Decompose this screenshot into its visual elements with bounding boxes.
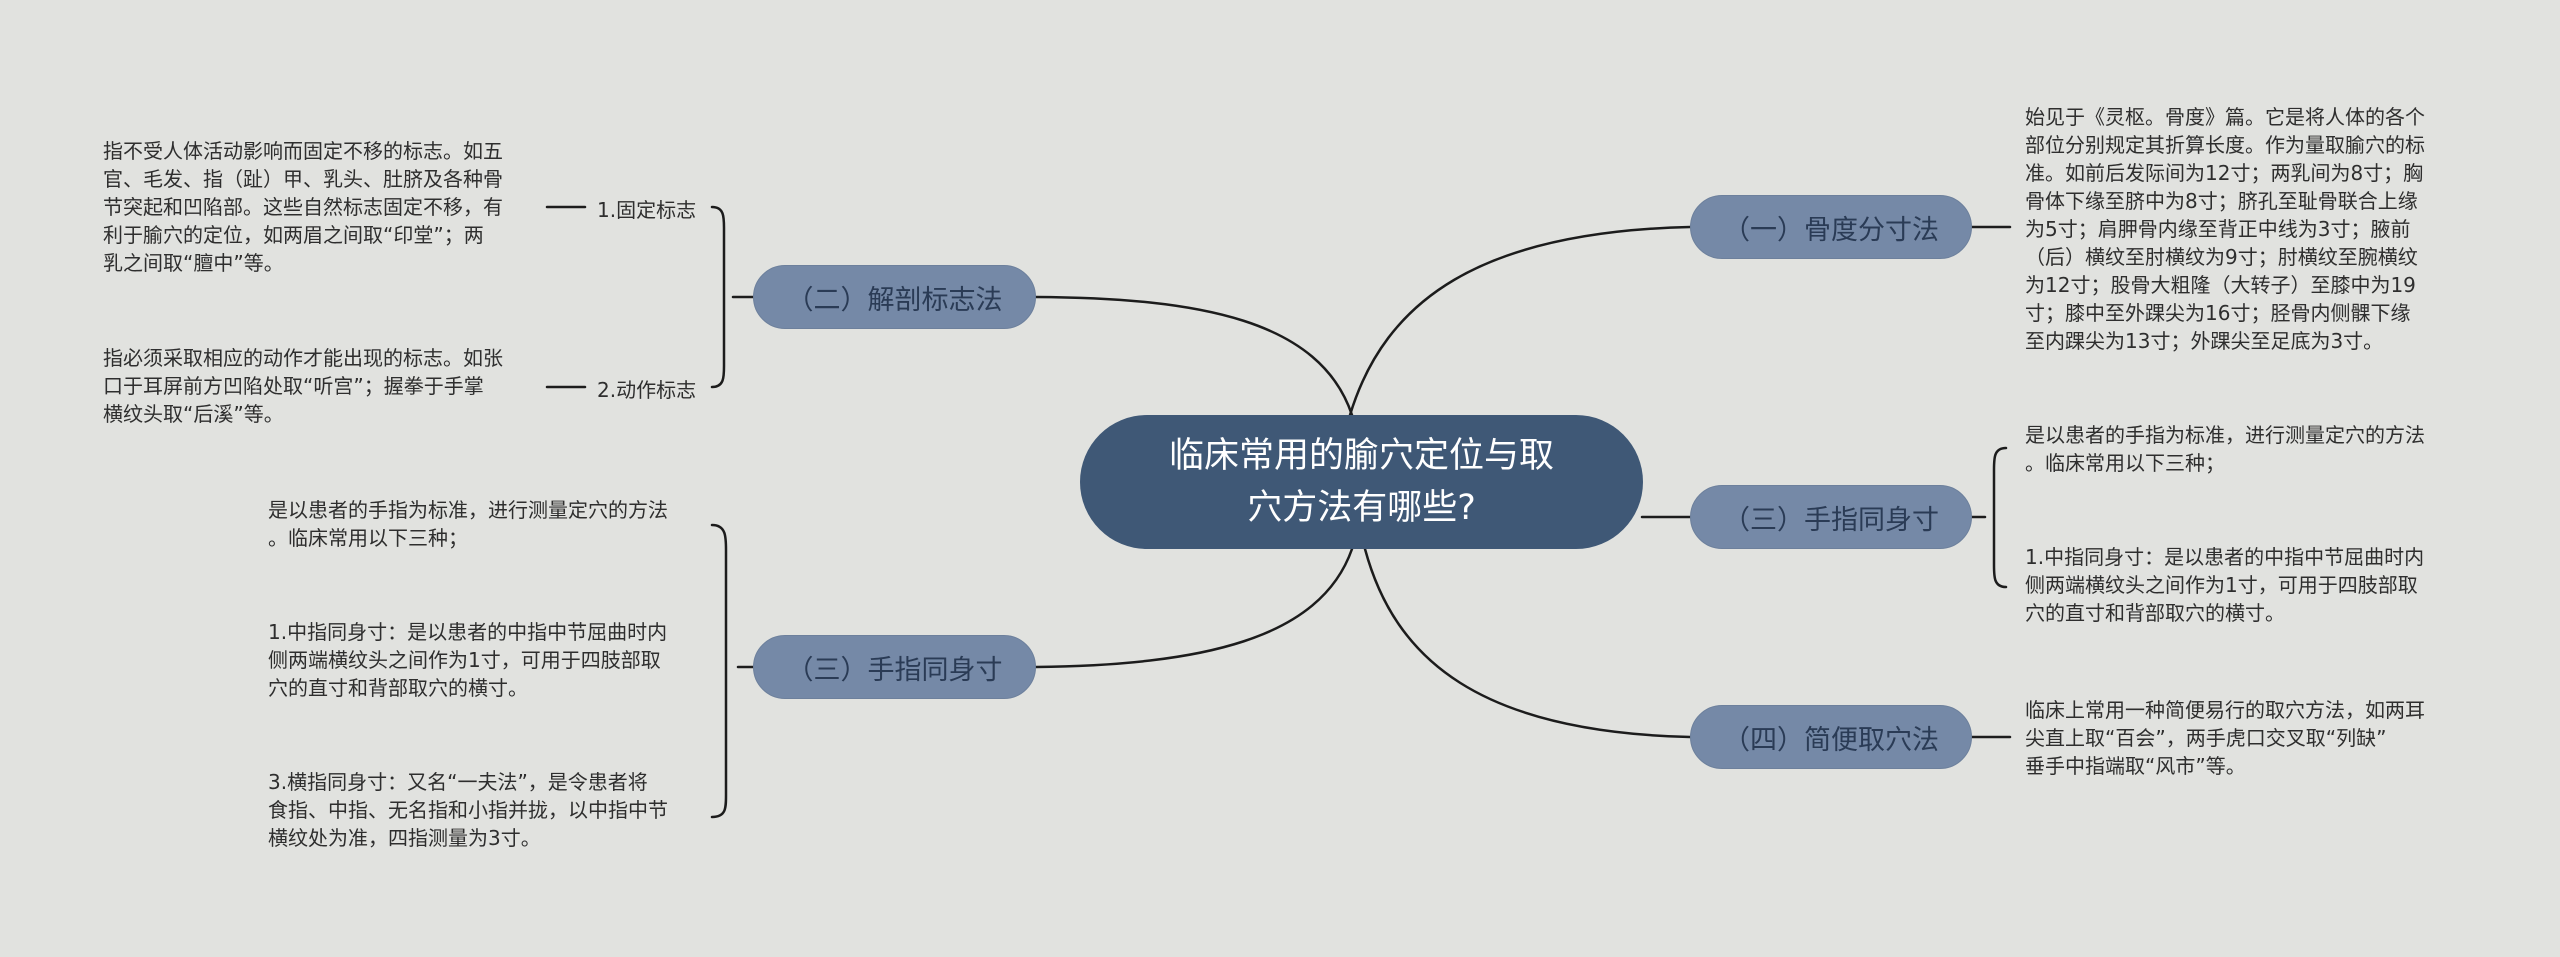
leaf-finger-right-item1: 1.中指同身寸：是以患者的中指中节屈曲时内 侧两端横纹头之间作为1寸，可用于四肢…	[2025, 543, 2424, 627]
leaf-line: 是以患者的手指为标准，进行测量定穴的方法	[268, 498, 668, 522]
root-topic-line2: 穴方法有哪些?	[1247, 488, 1476, 528]
branch-label: （三）手指同身寸	[1723, 504, 1939, 536]
leaf-finger-right-intro: 是以患者的手指为标准，进行测量定穴的方法 。临床常用以下三种；	[2025, 421, 2425, 477]
leaf-line: 穴的直寸和背部取穴的横寸。	[2025, 601, 2285, 625]
edge-root-anatomy	[1034, 295, 1354, 417]
branch-simple-method[interactable]: （四）简便取穴法	[1690, 705, 1972, 769]
branch-label: （四）简便取穴法	[1723, 724, 1939, 756]
root-topic-line1: 临床常用的腧穴定位与取	[1168, 436, 1554, 476]
leaf-line: 节突起和凹陷部。这些自然标志固定不移，有	[103, 195, 503, 219]
leaf-line: 指不受人体活动影响而固定不移的标志。如五	[103, 139, 503, 163]
leaf-line: 骨体下缘至脐中为8寸；脐孔至耻骨联合上缘	[2025, 189, 2418, 213]
sub-fixed-landmark[interactable]: 1.固定标志	[597, 198, 697, 222]
leaf-finger-left-item1: 1.中指同身寸：是以患者的中指中节屈曲时内 侧两端横纹头之间作为1寸，可用于四肢…	[268, 618, 667, 702]
edge-root-bone	[1348, 225, 1692, 417]
leaf-line: 尖直上取“百会”，两手虎口交叉取“列缺”	[2025, 726, 2387, 750]
leaf-simple-text: 临床上常用一种简便易行的取穴方法，如两耳 尖直上取“百会”，两手虎口交叉取“列缺…	[2025, 696, 2425, 780]
leaf-line: 食指、中指、无名指和小指并拢，以中指中节	[268, 798, 668, 822]
leaf-line: 部位分别规定其折算长度。作为量取腧穴的标	[2025, 133, 2425, 157]
root-topic[interactable]: 临床常用的腧穴定位与取 穴方法有哪些?	[1080, 415, 1643, 549]
branch-finger-cun-left[interactable]: （三）手指同身寸	[753, 635, 1036, 699]
leaf-action-text: 指必须采取相应的动作才能出现的标志。如张 口于耳屏前方凹陷处取“听宫”；握拳于手…	[103, 344, 503, 428]
leaf-line: 临床上常用一种简便易行的取穴方法，如两耳	[2025, 698, 2425, 722]
leaf-line: 穴的直寸和背部取穴的横寸。	[268, 676, 528, 700]
leaf-line: 指必须采取相应的动作才能出现的标志。如张	[103, 346, 503, 370]
leaf-line: 侧两端横纹头之间作为1寸，可用于四肢部取	[2025, 573, 2418, 597]
leaf-line: 官、毛发、指（趾）甲、乳头、肚脐及各种骨	[103, 167, 503, 191]
leaf-line: 横纹处为准，四指测量为3寸。	[268, 826, 541, 850]
sub-action-landmark[interactable]: 2.动作标志	[597, 378, 697, 402]
leaf-line: 是以患者的手指为标准，进行测量定穴的方法	[2025, 423, 2425, 447]
leaf-line: 寸；膝中至外踝尖为16寸；胫骨内侧髁下缘	[2025, 301, 2411, 325]
leaf-line: 垂手中指端取“风市”等。	[2025, 754, 2246, 778]
leaf-line: 口于耳屏前方凹陷处取“听宫”；握拳于手掌	[103, 374, 484, 398]
leaf-bone-text: 始见于《灵枢。骨度》篇。它是将人体的各个 部位分别规定其折算长度。作为量取腧穴的…	[2025, 103, 2425, 355]
bracket-anatomy	[710, 205, 755, 389]
leaf-line: 利于腧穴的定位，如两眉之间取“印堂”；两	[103, 223, 484, 247]
leaf-line: 始见于《灵枢。骨度》篇。它是将人体的各个	[2025, 105, 2425, 129]
edge-root-finger-left	[1034, 547, 1354, 669]
leaf-line: 为12寸；股骨大粗隆（大转子）至膝中为19	[2025, 273, 2416, 297]
leaf-line: 3.横指同身寸：又名“一夫法”，是令患者将	[268, 770, 648, 794]
leaf-line: 1.中指同身寸：是以患者的中指中节屈曲时内	[2025, 545, 2425, 569]
leaf-line: 至内踝尖为13寸；外踝尖至足底为3寸。	[2025, 329, 2384, 353]
leaf-line: 为5寸；肩胛骨内缘至背正中线为3寸；腋前	[2025, 217, 2411, 241]
leaf-line: 乳之间取“膻中”等。	[103, 251, 284, 275]
bracket-finger-right	[1970, 446, 2008, 589]
leaf-line: （后）横纹至肘横纹为9寸；肘横纹至腕横纹	[2025, 245, 2418, 269]
bracket-finger-left	[710, 523, 755, 819]
branch-label: （一）骨度分寸法	[1723, 214, 1939, 246]
leaf-line: 。临床常用以下三种；	[2025, 451, 2225, 475]
leaf-line: 横纹头取“后溪”等。	[103, 402, 284, 426]
leaf-finger-left-intro: 是以患者的手指为标准，进行测量定穴的方法 。临床常用以下三种；	[268, 496, 668, 552]
branch-label: （二）解剖标志法	[786, 284, 1003, 316]
branch-bone-proportional[interactable]: （一）骨度分寸法	[1690, 195, 1972, 259]
branch-label: （三）手指同身寸	[786, 654, 1003, 686]
edge-root-simple	[1363, 547, 1692, 739]
leaf-line: 准。如前后发际间为12寸；两乳间为8寸；胸	[2025, 161, 2424, 185]
leaf-finger-left-item3: 3.横指同身寸：又名“一夫法”，是令患者将 食指、中指、无名指和小指并拢，以中指…	[268, 768, 668, 852]
branch-finger-cun-right[interactable]: （三）手指同身寸	[1690, 485, 1972, 549]
leaf-line: 。临床常用以下三种；	[268, 526, 468, 550]
leaf-line: 侧两端横纹头之间作为1寸，可用于四肢部取	[268, 648, 661, 672]
leaf-fixed-text: 指不受人体活动影响而固定不移的标志。如五 官、毛发、指（趾）甲、乳头、肚脐及各种…	[103, 137, 503, 277]
branch-anatomical-landmark[interactable]: （二）解剖标志法	[753, 265, 1036, 329]
leaf-line: 1.中指同身寸：是以患者的中指中节屈曲时内	[268, 620, 668, 644]
